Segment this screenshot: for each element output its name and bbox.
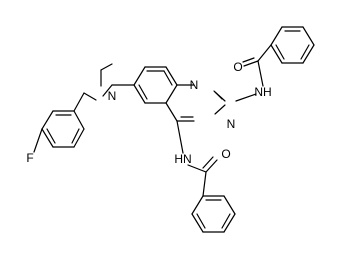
bond bbox=[187, 164, 207, 173]
bond bbox=[300, 44, 310, 60]
bond bbox=[214, 104, 226, 115]
bond bbox=[202, 171, 207, 197]
bond bbox=[71, 128, 80, 144]
atom-labels: O NH N N HN O N F bbox=[26, 60, 271, 166]
bond bbox=[270, 44, 283, 64]
bond bbox=[257, 44, 272, 62]
bond bbox=[270, 26, 283, 46]
atom-nh-bottom: HN bbox=[174, 152, 191, 166]
bond bbox=[73, 92, 85, 112]
bonds bbox=[33, 26, 315, 233]
bond bbox=[235, 93, 257, 102]
bond bbox=[275, 44, 285, 60]
bond bbox=[41, 128, 54, 148]
bond bbox=[46, 128, 56, 144]
bond bbox=[165, 66, 178, 86]
bond bbox=[165, 102, 178, 122]
bond bbox=[302, 44, 315, 64]
atom-f: F bbox=[26, 151, 33, 165]
bond bbox=[163, 70, 173, 86]
atom-n1: N bbox=[190, 78, 199, 92]
bond bbox=[221, 213, 231, 229]
atom-o-bottom: O bbox=[221, 147, 230, 161]
bond bbox=[191, 213, 204, 233]
bond bbox=[202, 156, 214, 169]
atom-nh-top: NH bbox=[254, 85, 271, 99]
atom-n-amine: N bbox=[108, 89, 117, 103]
bond bbox=[133, 66, 146, 86]
bond bbox=[302, 26, 315, 46]
bond bbox=[100, 63, 113, 71]
bond bbox=[33, 128, 43, 153]
bond bbox=[83, 92, 97, 101]
atom-o-top: O bbox=[233, 60, 242, 74]
bond bbox=[176, 120, 184, 154]
bond bbox=[257, 60, 264, 87]
bond bbox=[205, 159, 218, 173]
bond bbox=[102, 84, 113, 97]
bond bbox=[138, 84, 148, 100]
bond bbox=[73, 128, 85, 148]
bond bbox=[242, 57, 255, 63]
bond bbox=[243, 60, 259, 67]
atom-n3: N bbox=[227, 117, 236, 131]
bond bbox=[223, 195, 236, 215]
bond bbox=[41, 110, 54, 130]
bond bbox=[223, 213, 236, 233]
bond bbox=[191, 195, 204, 215]
bond bbox=[213, 90, 223, 100]
bond bbox=[196, 213, 206, 229]
bond bbox=[73, 110, 85, 130]
bond bbox=[133, 84, 146, 104]
bond bbox=[165, 84, 178, 104]
